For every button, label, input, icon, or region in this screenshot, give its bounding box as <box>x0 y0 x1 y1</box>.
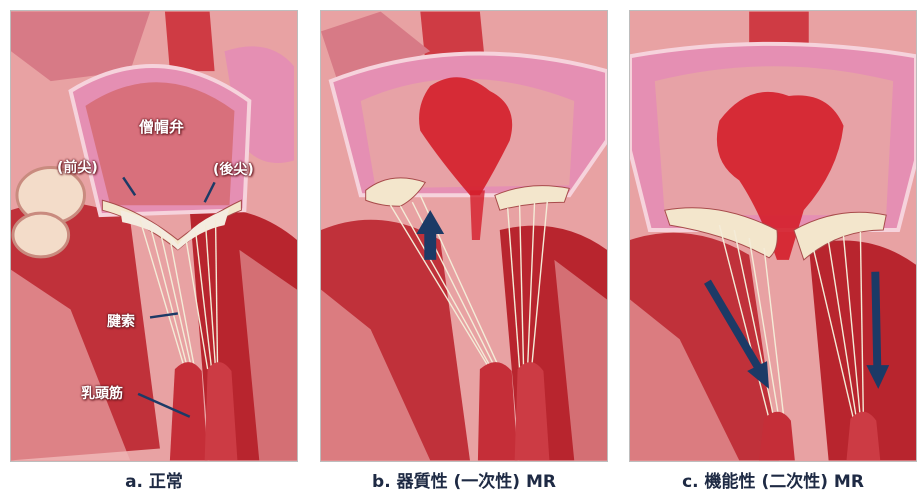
normal-heart-illustration <box>11 11 297 461</box>
caption-primary-mr: b. 器質性 (一次性) MR <box>320 467 608 492</box>
panel-primary-mr <box>320 10 608 462</box>
mitral-valve-label: 僧帽弁 <box>139 116 184 137</box>
primary-mr-illustration <box>321 11 607 461</box>
anterior-leaflet-label: (前尖) <box>57 157 98 177</box>
panel-normal: 僧帽弁 (前尖) (後尖) 腱索 乳頭筋 <box>10 10 298 462</box>
secondary-mr-illustration <box>630 11 916 461</box>
caption-normal: a. 正常 <box>10 467 298 492</box>
chordae-label: 腱索 <box>107 311 135 331</box>
caption-secondary-mr: c. 機能性 (二次性) MR <box>629 467 917 492</box>
papillary-muscle-label: 乳頭筋 <box>81 383 123 403</box>
posterior-leaflet-label: (後尖) <box>213 159 254 179</box>
panel-secondary-mr <box>629 10 917 462</box>
